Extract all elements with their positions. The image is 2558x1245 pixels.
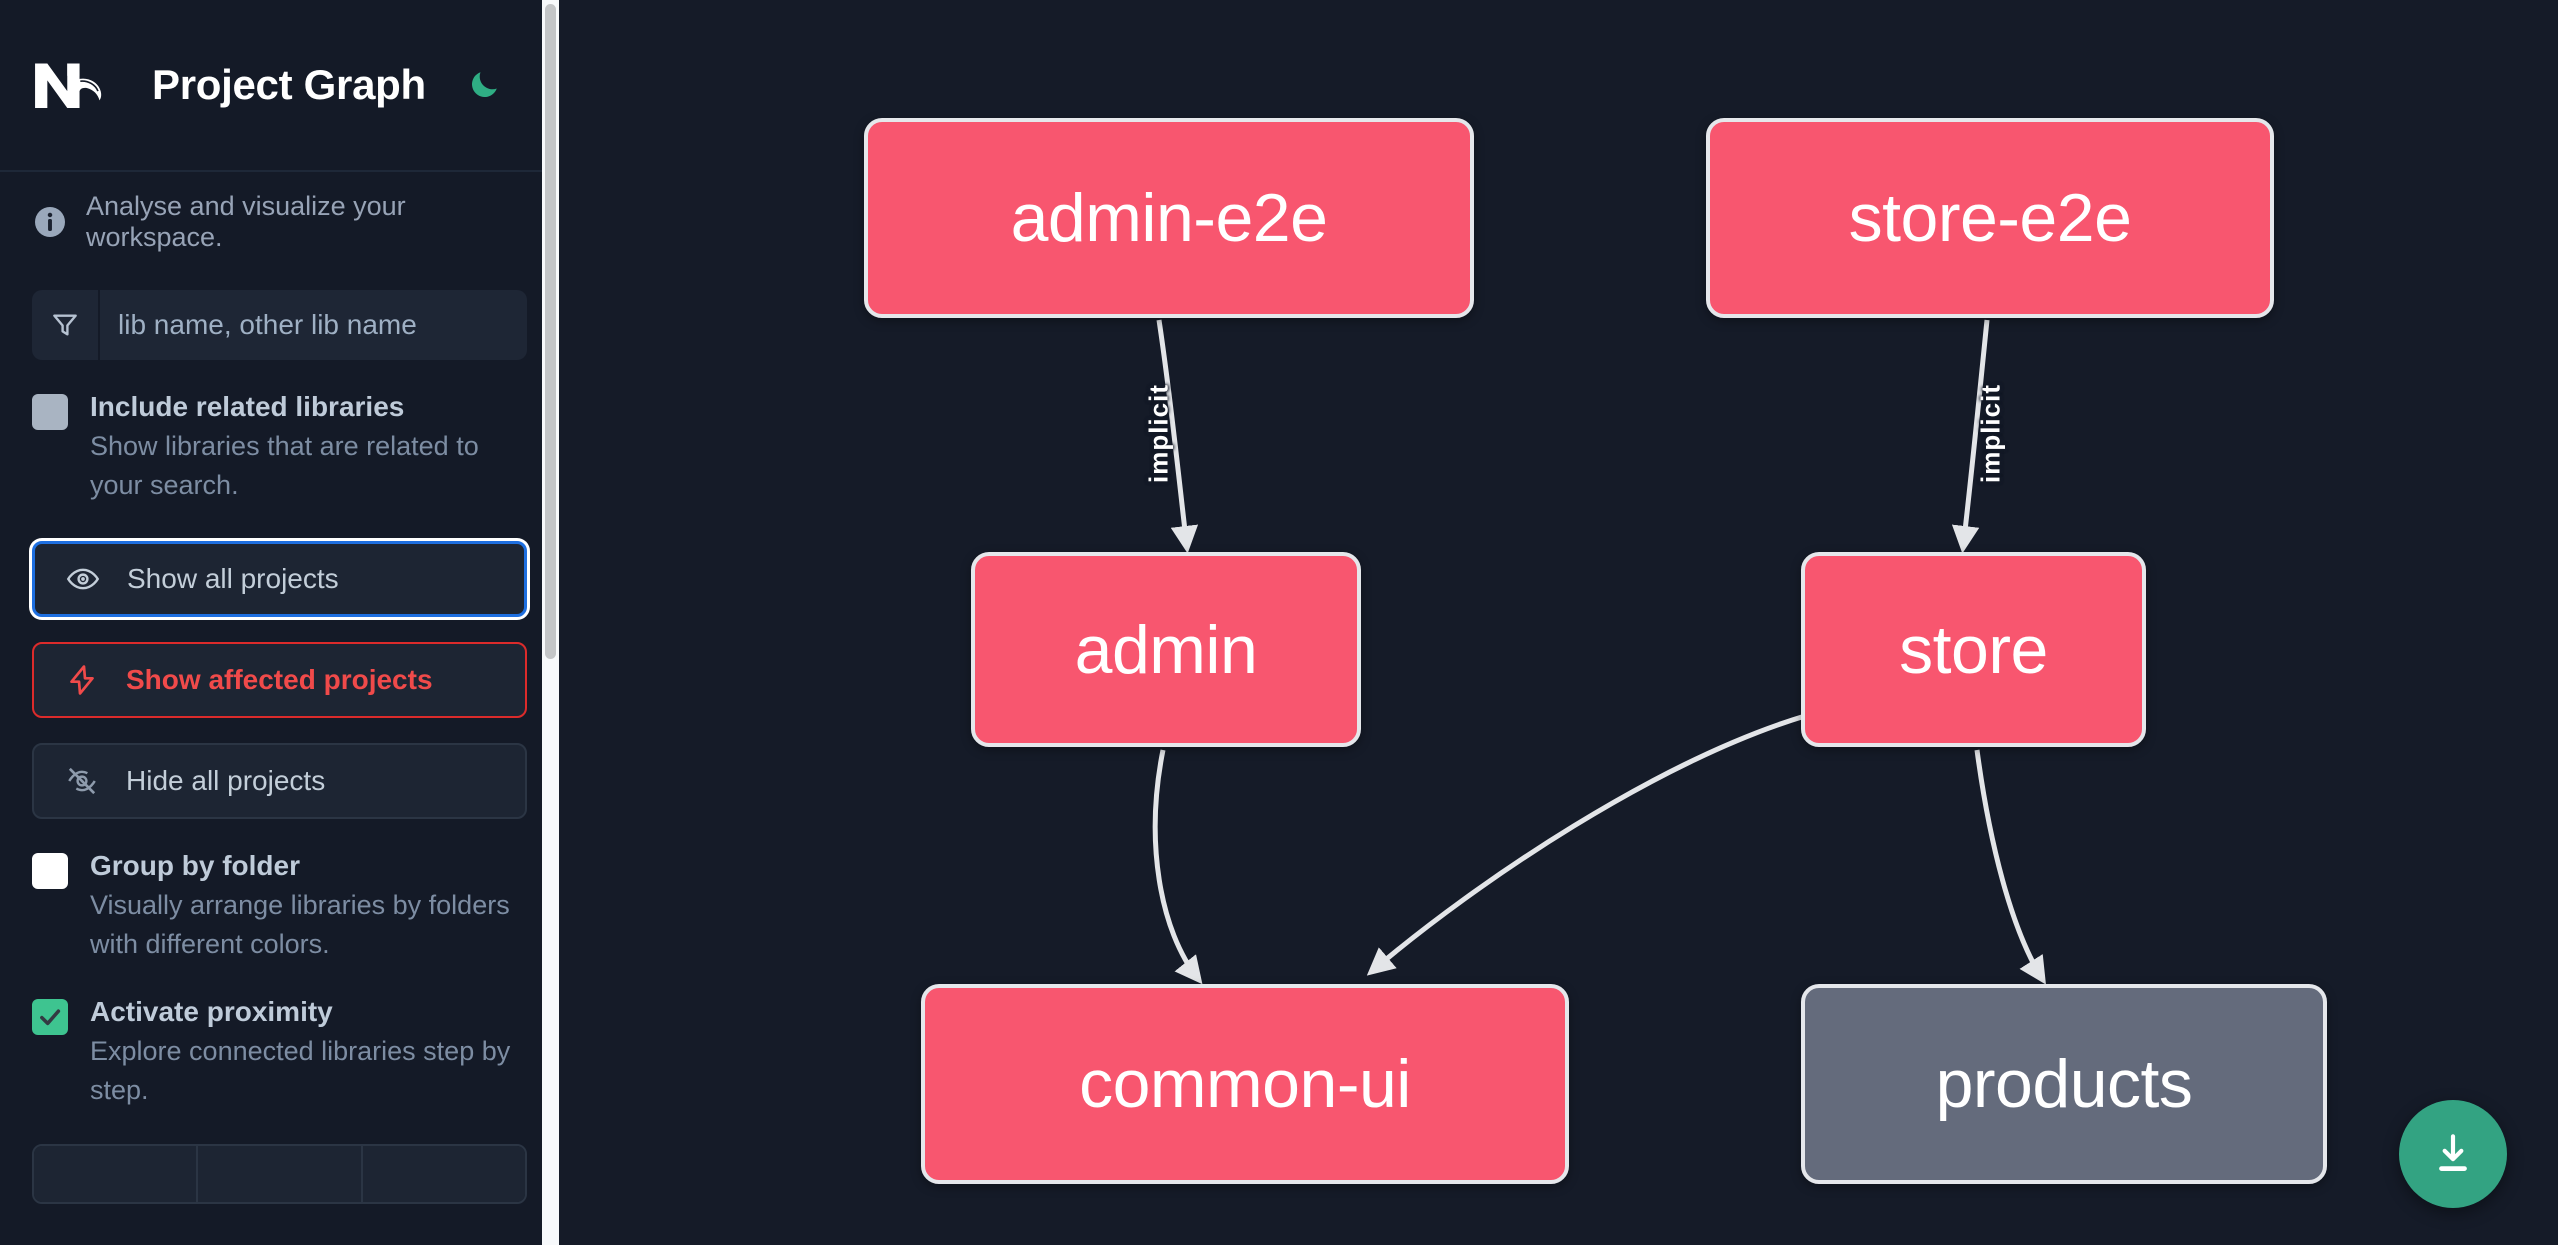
- search-input[interactable]: [100, 290, 527, 360]
- sidebar-scrollbar[interactable]: [542, 0, 559, 1245]
- show-all-projects-label: Show all projects: [127, 563, 339, 595]
- edge-store-to-common-ui: [1366, 713, 1806, 976]
- show-affected-projects-button[interactable]: Show affected projects: [32, 642, 527, 719]
- group-by-folder-description: Visually arrange libraries by folders wi…: [90, 890, 510, 960]
- graph-node-store-e2e[interactable]: store-e2e: [1706, 118, 2274, 318]
- proximity-step-increase[interactable]: [362, 1145, 525, 1202]
- proximity-step-value: [198, 1145, 363, 1202]
- tagline-text: Analyse and visualize your workspace.: [86, 191, 406, 252]
- sidebar: Project Graph Analyse and visualize your…: [0, 0, 559, 1245]
- project-visibility-buttons: Show all projects Show affected projects: [0, 541, 559, 820]
- option-activate-proximity: Activate proximity Explore connected lib…: [0, 995, 559, 1110]
- edge-store-to-products: [1974, 749, 2046, 985]
- download-graph-button[interactable]: [2399, 1100, 2507, 1208]
- edge-admin-e2e-to-admin: [1156, 319, 1199, 554]
- graph-edges: [1152, 319, 2046, 985]
- activate-proximity-label: Activate proximity: [90, 995, 333, 1027]
- graph-node-label: admin-e2e: [1010, 180, 1328, 256]
- graph-node-admin[interactable]: admin: [971, 552, 1361, 747]
- search-row: [0, 290, 559, 360]
- search-box[interactable]: [32, 290, 527, 360]
- graph-canvas[interactable]: admin-e2e store-e2e admin store common-u…: [559, 0, 2558, 1245]
- page-title: Project Graph: [152, 61, 426, 108]
- group-by-folder-label: Group by folder: [90, 850, 300, 882]
- eye-icon: [61, 562, 105, 596]
- eye-off-icon: [60, 764, 104, 798]
- hide-all-projects-label: Hide all projects: [126, 765, 326, 797]
- proximity-stepper-group: [0, 1143, 559, 1204]
- activate-proximity-checkbox[interactable]: [32, 998, 68, 1035]
- sidebar-header: Project Graph: [0, 0, 559, 172]
- include-related-libraries-checkbox[interactable]: [32, 394, 68, 430]
- sidebar-scrollbar-thumb[interactable]: [545, 4, 556, 659]
- hide-all-projects-button[interactable]: Hide all projects: [32, 743, 527, 820]
- include-related-libraries-description: Show libraries that are related to your …: [90, 431, 479, 501]
- activate-proximity-description: Explore connected libraries step by step…: [90, 1035, 511, 1105]
- filter-icon: [32, 290, 100, 360]
- show-affected-projects-label: Show affected projects: [126, 664, 433, 696]
- nx-logo: [32, 57, 124, 113]
- graph-node-label: store-e2e: [1848, 180, 2132, 256]
- proximity-step-decrease[interactable]: [34, 1145, 199, 1202]
- edge-label-implicit-admin: implicit: [1143, 384, 1174, 484]
- graph-node-products[interactable]: products: [1801, 984, 2327, 1184]
- include-related-libraries-label: Include related libraries: [90, 391, 405, 422]
- graph-node-label: store: [1899, 611, 2048, 688]
- tagline: Analyse and visualize your workspace.: [0, 172, 559, 272]
- graph-node-label: products: [1935, 1046, 2193, 1122]
- check-icon: [40, 1009, 61, 1025]
- graph-node-label: admin: [1074, 611, 1258, 688]
- option-include-related-libraries: Include related libraries Show libraries…: [0, 390, 559, 505]
- graph-node-label: common-ui: [1079, 1046, 1411, 1122]
- edge-store-e2e-to-store: [1951, 319, 1990, 554]
- moon-icon[interactable]: [462, 63, 506, 107]
- edge-label-implicit-store: implicit: [1975, 384, 2006, 484]
- lightning-bolt-icon: [60, 663, 104, 697]
- edge-admin-to-common-ui: [1152, 749, 1203, 985]
- download-icon: [2439, 1134, 2467, 1171]
- graph-node-store[interactable]: store: [1801, 552, 2146, 747]
- group-by-folder-checkbox[interactable]: [32, 853, 68, 890]
- option-group-by-folder: Group by folder Visually arrange librari…: [0, 849, 559, 964]
- graph-node-admin-e2e[interactable]: admin-e2e: [864, 118, 1474, 318]
- graph-node-common-ui[interactable]: common-ui: [921, 984, 1569, 1184]
- info-circle-icon: [32, 204, 68, 240]
- show-all-projects-button[interactable]: Show all projects: [32, 541, 527, 618]
